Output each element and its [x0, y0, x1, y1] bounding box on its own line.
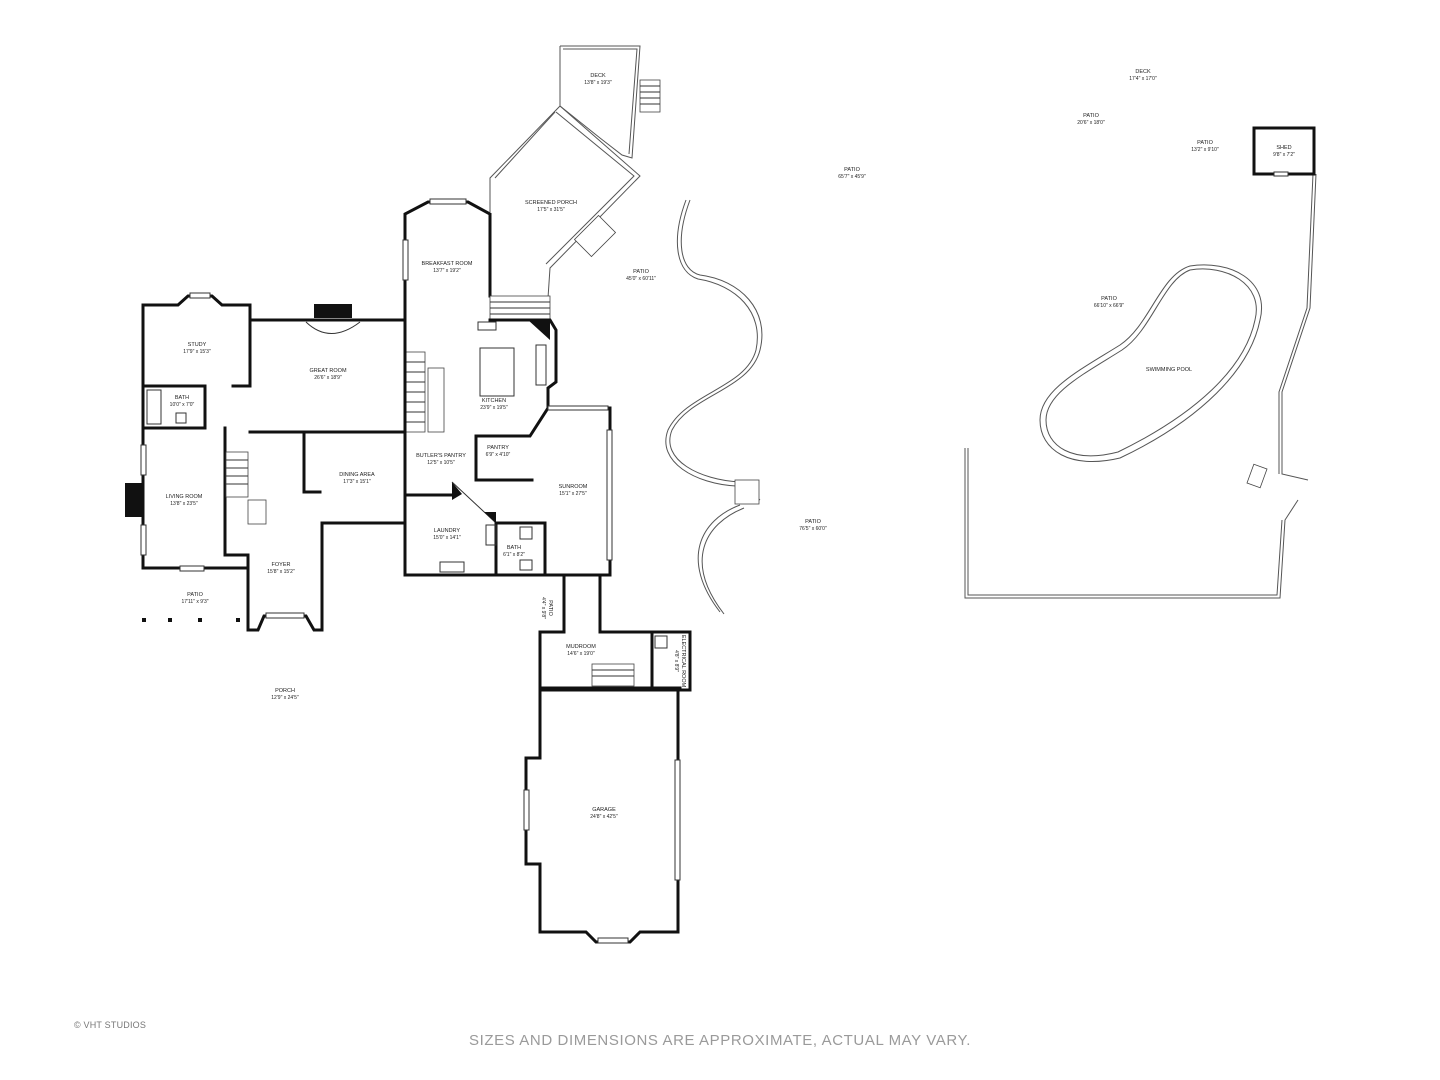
label-kitchen: KITCHEN	[482, 398, 506, 404]
swimming-pool-outline	[1039, 264, 1262, 463]
dim-pantry: 6'9" x 4'10"	[486, 452, 511, 458]
rear-steps	[489, 295, 551, 321]
label-patio-side: PATIO	[547, 600, 553, 616]
label-patio-front: PATIO	[187, 592, 203, 598]
dim-living-room: 13'8" x 23'5"	[170, 501, 198, 507]
front-patio-marks	[142, 618, 240, 622]
dim-screened-porch: 17'5" x 31'5"	[537, 207, 565, 213]
dim-porch: 12'9" x 24'5"	[271, 695, 299, 701]
label-swimming-pool: SWIMMING POOL	[1146, 367, 1192, 373]
dim-breakfast-room: 13'7" x 19'2"	[433, 268, 461, 274]
label-patio-5: PATIO	[1197, 140, 1213, 146]
dim-patio-1: 45'0" x 60'11"	[626, 276, 656, 282]
dim-butlers-pantry: 12'5" x 10'5"	[427, 460, 455, 466]
label-dining-area: DINING AREA	[339, 472, 375, 478]
dim-patio-5: 13'2" x 9'10"	[1191, 147, 1219, 153]
label-breakfast-room: BREAKFAST ROOM	[422, 261, 473, 267]
dim-patio-side: 4'4" x 9'8"	[540, 597, 546, 619]
label-deck-main: DECK	[590, 73, 606, 79]
label-garage: GARAGE	[592, 807, 616, 813]
dim-patio-4: 20'6" x 18'0"	[1077, 120, 1105, 126]
dim-bath-1: 10'0" x 7'0"	[170, 402, 195, 408]
dim-great-room: 26'6" x 18'9"	[314, 375, 342, 381]
dim-deck-back: 17'4" x 17'0"	[1129, 76, 1157, 82]
label-study: STUDY	[188, 342, 207, 348]
breakfast-room-walls	[402, 198, 492, 322]
patio-curves	[665, 199, 763, 615]
label-foyer: FOYER	[272, 562, 291, 568]
dim-deck-main: 13'8" x 19'3"	[584, 80, 612, 86]
dim-kitchen: 23'9" x 19'5"	[480, 405, 508, 411]
label-great-room: GREAT ROOM	[309, 368, 346, 374]
label-bath-1: BATH	[175, 395, 189, 401]
dim-electrical-room: 4'8" x 8'9"	[673, 650, 679, 672]
label-patio-pool: PATIO	[1101, 296, 1117, 302]
pool-area	[964, 126, 1317, 599]
main-house-walls	[125, 292, 692, 944]
label-patio-2: PATIO	[844, 167, 860, 173]
dim-dining-area: 17'3" x 15'1"	[343, 479, 371, 485]
dim-bath-2: 6'1" x 8'2"	[503, 552, 525, 558]
credit-text: © VHT STUDIOS	[74, 1020, 147, 1030]
dim-sunroom: 15'1" x 27'5"	[559, 491, 587, 497]
dim-patio-front: 17'11" x 9'3"	[181, 599, 208, 605]
dim-laundry: 15'0" x 14'1"	[433, 535, 461, 541]
label-shed: SHED	[1276, 145, 1291, 151]
label-laundry: LAUNDRY	[434, 528, 461, 534]
label-sunroom: SUNROOM	[559, 484, 588, 490]
deck-stairs	[639, 79, 661, 113]
label-patio-4: PATIO	[1083, 113, 1099, 119]
label-electrical-room: ELECTRICAL ROOM	[680, 635, 686, 688]
patio-stairs	[734, 479, 760, 505]
dim-mudroom: 14'6" x 19'0"	[567, 651, 595, 657]
deck-outline	[559, 45, 661, 159]
disclaimer-text: SIZES AND DIMENSIONS ARE APPROXIMATE, AC…	[469, 1032, 971, 1049]
dim-shed: 9'8" x 7'2"	[1273, 152, 1295, 158]
label-deck-back: DECK	[1135, 69, 1151, 75]
label-porch: PORCH	[275, 688, 295, 694]
patio-side-label-group: PATIO 4'4" x 9'8"	[540, 597, 553, 619]
dim-patio-3: 76'5" x 60'0"	[799, 526, 827, 532]
label-screened-porch: SCREENED PORCH	[525, 200, 577, 206]
label-butlers-pantry: BUTLER'S PANTRY	[416, 453, 466, 459]
label-patio-1: PATIO	[633, 269, 649, 275]
label-bath-2: BATH	[507, 545, 521, 551]
label-mudroom: MUDROOM	[566, 644, 596, 650]
electrical-room-label-group: ELECTRICAL ROOM 4'8" x 8'9"	[673, 635, 686, 688]
dim-garage: 24'8" x 42'5"	[590, 814, 618, 820]
dim-study: 17'9" x 15'3"	[183, 349, 211, 355]
label-living-room: LIVING ROOM	[166, 494, 203, 500]
dim-patio-2: 65'7" x 45'9"	[838, 174, 866, 180]
label-pantry: PANTRY	[487, 445, 509, 451]
screened-porch-outline	[489, 105, 641, 299]
shed-outline	[1252, 126, 1316, 176]
room-labels: DECK 13'8" x 19'3" SCREENED PORCH 17'5" …	[166, 69, 1295, 820]
dim-patio-pool: 66'10" x 66'9"	[1094, 303, 1124, 309]
porch-stairs	[573, 214, 617, 258]
dim-foyer: 15'8" x 15'2"	[267, 569, 295, 575]
label-patio-3: PATIO	[805, 519, 821, 525]
